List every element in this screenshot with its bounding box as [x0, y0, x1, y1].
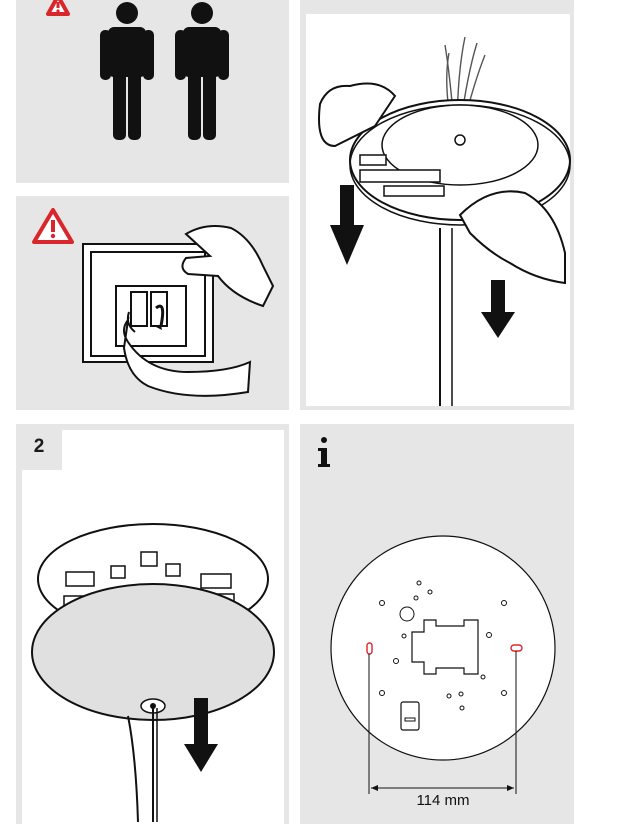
person-icon [100, 2, 154, 140]
panel-remove-canopy [300, 0, 574, 410]
panel-step-2: 2 [16, 424, 289, 824]
hand-icon [122, 225, 275, 397]
panel-info: 114 mm [300, 424, 574, 824]
panel-two-people [16, 0, 289, 183]
warning-triangle-icon [46, 0, 70, 16]
lamp-shade-illustration [31, 523, 275, 823]
warning-triangle-icon [32, 208, 74, 244]
arrow-down-icon [481, 280, 515, 338]
arrow-down-icon [330, 185, 364, 265]
canopy-illustration [318, 36, 571, 406]
arrow-down-icon [184, 698, 218, 772]
step-number: 2 [16, 424, 62, 470]
info-icon [318, 437, 330, 467]
panel-power-off [16, 196, 289, 410]
person-icon [175, 2, 229, 140]
mounting-plate-diagram [330, 535, 556, 794]
dimension-label: 114 mm [416, 792, 470, 809]
